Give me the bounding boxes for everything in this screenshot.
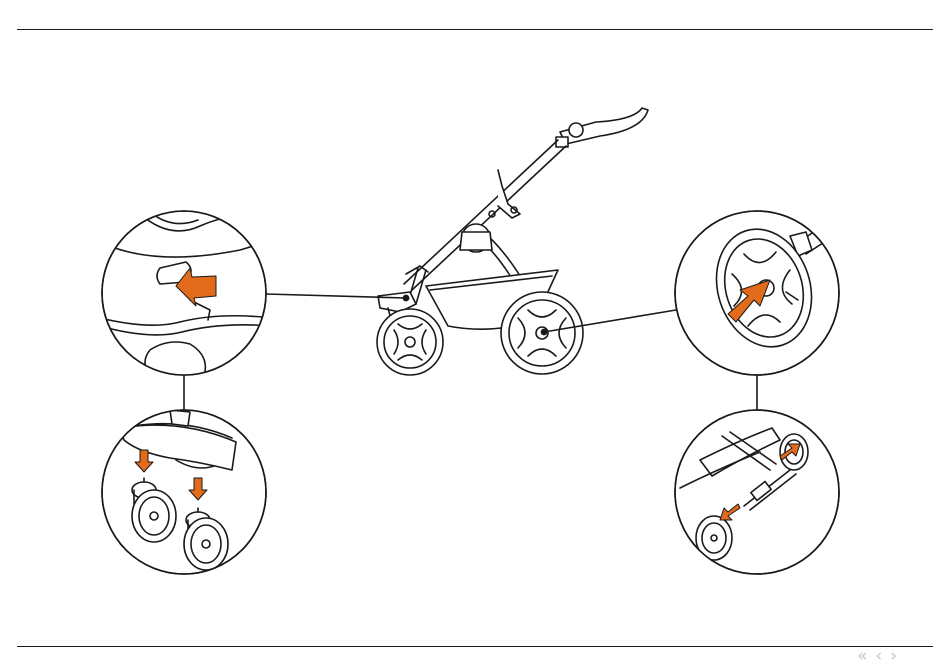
front-wheel	[377, 309, 443, 375]
handlebar-joint	[569, 123, 583, 137]
callout-rear-hub	[675, 211, 846, 375]
page-navigation: « ‹ ›	[854, 646, 900, 666]
callout-rear-remove	[675, 410, 839, 574]
stroller-chassis	[377, 108, 648, 375]
chevron-right-icon[interactable]: ›	[887, 646, 900, 666]
hub-plate	[460, 232, 492, 250]
callout-front-release	[96, 211, 272, 376]
chevron-left-icon[interactable]: ‹	[872, 646, 885, 666]
callout-front-attach	[102, 410, 266, 574]
push-bar	[404, 140, 566, 290]
double-chevron-left-icon[interactable]: «	[854, 646, 870, 666]
bottom-rule	[17, 646, 933, 647]
